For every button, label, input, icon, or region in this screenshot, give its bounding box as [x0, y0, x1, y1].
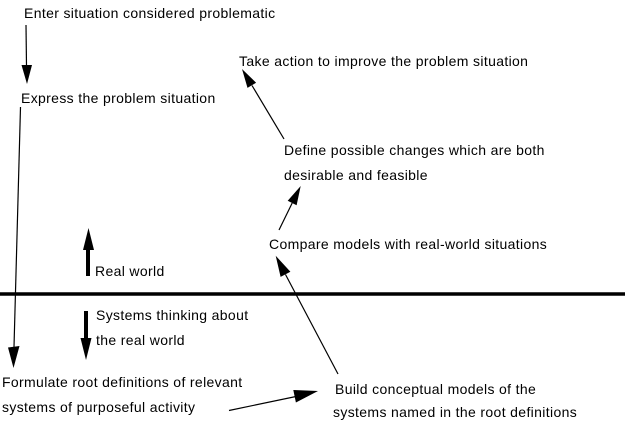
- arrow-compare-to-define: [278, 186, 301, 231]
- node-define-changes-line1: Define possible changes which are both: [284, 142, 545, 158]
- arrow-express-to-formulate: [8, 106, 22, 368]
- node-define-changes-line2: desirable and feasible: [284, 167, 428, 183]
- node-formulate-root-definitions-line1: Formulate root definitions of relevant: [2, 374, 243, 390]
- arrow-build-to-compare: [275, 255, 339, 375]
- node-formulate-root-definitions-line2: systems of purposeful activity: [2, 399, 196, 415]
- arrow-enter-to-express: [21, 24, 32, 84]
- real-world-up-arrow: [83, 228, 94, 276]
- arrow-formulate-to-build: [228, 390, 318, 412]
- node-enter-situation: Enter situation considered problematic: [24, 5, 276, 21]
- region-label-real-world: Real world: [95, 263, 165, 279]
- arrow-define-to-take-action: [242, 69, 285, 140]
- region-label-systems-thinking-line2: the real world: [96, 332, 185, 348]
- node-express-problem-situation: Express the problem situation: [21, 90, 216, 106]
- node-take-action: Take action to improve the problem situa…: [239, 53, 529, 69]
- node-compare-models: Compare models with real-world situation…: [269, 236, 548, 252]
- systems-thinking-down-arrow: [80, 311, 92, 360]
- node-build-conceptual-models-line2: systems named in the root definitions: [333, 404, 578, 420]
- node-build-conceptual-models-line1: Build conceptual models of the: [335, 381, 537, 397]
- region-label-systems-thinking-line1: Systems thinking about: [96, 307, 249, 323]
